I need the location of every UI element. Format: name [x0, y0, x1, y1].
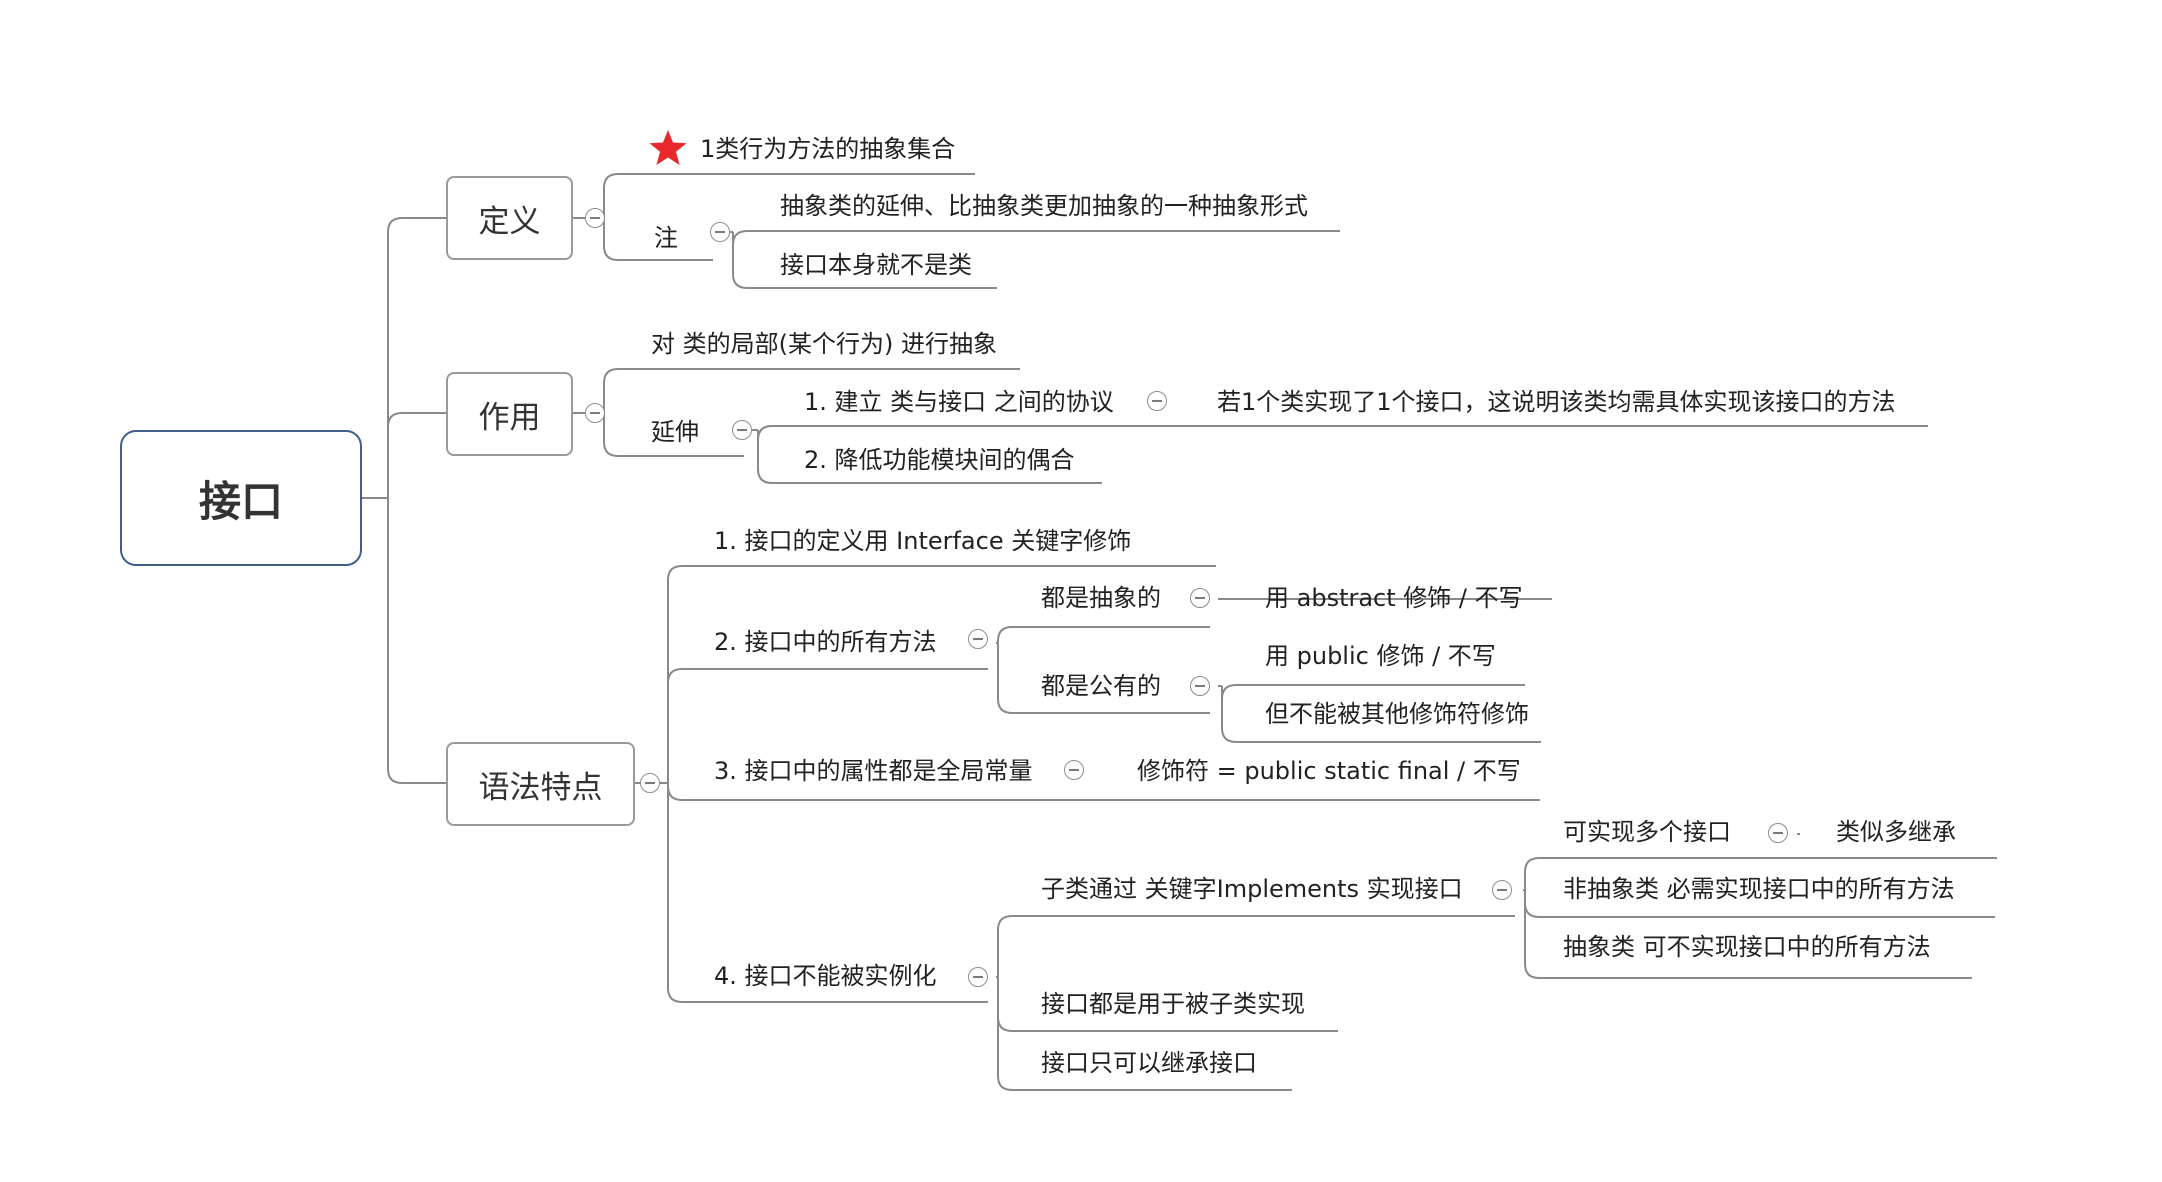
abstract-label: 都是抽象的 — [1041, 584, 1161, 612]
collapse-purpose-icon[interactable] — [585, 403, 605, 423]
purpose-item-1: 对 类的局部(某个行为) 进行抽象 — [651, 330, 997, 358]
branch-syntax-label: 语法特点 — [478, 769, 603, 806]
protocol-detail: 若1个类实现了1个接口，这说明该类均需具体实现该接口的方法 — [1217, 388, 1896, 416]
branch-definition[interactable]: 定义 — [446, 176, 573, 260]
implements-label: 子类通过 关键字Implements 实现接口 — [1041, 875, 1463, 903]
syntax-item-1: 1. 接口的定义用 Interface 关键字修饰 — [714, 527, 1132, 555]
syntax-item-2: 2. 接口中的所有方法 — [714, 628, 937, 656]
collapse-item3-icon[interactable] — [1064, 760, 1084, 780]
public-detail-2: 但不能被其他修饰符修饰 — [1265, 700, 1529, 728]
subclass-label: 接口都是用于被子类实现 — [1041, 990, 1305, 1018]
branch-purpose-label: 作用 — [478, 399, 541, 436]
abstract-detail: 用 abstract 修饰 / 不写 — [1265, 584, 1523, 612]
collapse-item4-icon[interactable] — [968, 967, 988, 987]
root-node[interactable]: 接口 — [120, 430, 362, 566]
red-star-icon — [649, 130, 687, 165]
implements-detail-2: 非抽象类 必需实现接口中的所有方法 — [1563, 875, 1955, 903]
collapse-multi-icon[interactable] — [1768, 823, 1788, 843]
public-detail-1: 用 public 修饰 / 不写 — [1265, 642, 1496, 670]
note-item-1: 抽象类的延伸、比抽象类更加抽象的一种抽象形式 — [780, 192, 1308, 220]
extension-item-1: 1. 建立 类与接口 之间的协议 — [804, 388, 1114, 416]
syntax-item-4: 4. 接口不能被实例化 — [714, 962, 937, 990]
extension-label: 延伸 — [651, 418, 699, 446]
item3-detail: 修饰符 = public static final / 不写 — [1137, 757, 1521, 785]
collapse-syntax-icon[interactable] — [640, 773, 660, 793]
collapse-protocol-icon[interactable] — [1147, 391, 1167, 411]
branch-syntax[interactable]: 语法特点 — [446, 742, 635, 826]
inherit-label: 接口只可以继承接口 — [1041, 1049, 1257, 1077]
collapse-extension-icon[interactable] — [732, 420, 752, 440]
syntax-item-3: 3. 接口中的属性都是全局常量 — [714, 757, 1033, 785]
note-label: 注 — [654, 224, 678, 252]
public-label: 都是公有的 — [1041, 672, 1161, 700]
branch-purpose[interactable]: 作用 — [446, 372, 573, 456]
implements-detail-3: 抽象类 可不实现接口中的所有方法 — [1563, 933, 1931, 961]
branch-definition-label: 定义 — [478, 203, 541, 240]
root-label: 接口 — [198, 476, 283, 526]
extension-item-2: 2. 降低功能模块间的偶合 — [804, 446, 1075, 474]
multi-detail: 类似多继承 — [1836, 818, 1956, 846]
collapse-note-icon[interactable] — [710, 222, 730, 242]
collapse-public-icon[interactable] — [1190, 676, 1210, 696]
implements-detail-1: 可实现多个接口 — [1563, 818, 1731, 846]
collapse-definition-icon[interactable] — [585, 208, 605, 228]
collapse-item2-icon[interactable] — [968, 629, 988, 649]
collapse-implements-icon[interactable] — [1492, 880, 1512, 900]
note-item-2: 接口本身就不是类 — [780, 251, 972, 279]
definition-item-1: 1类行为方法的抽象集合 — [700, 135, 956, 163]
collapse-abstract-icon[interactable] — [1190, 588, 1210, 608]
